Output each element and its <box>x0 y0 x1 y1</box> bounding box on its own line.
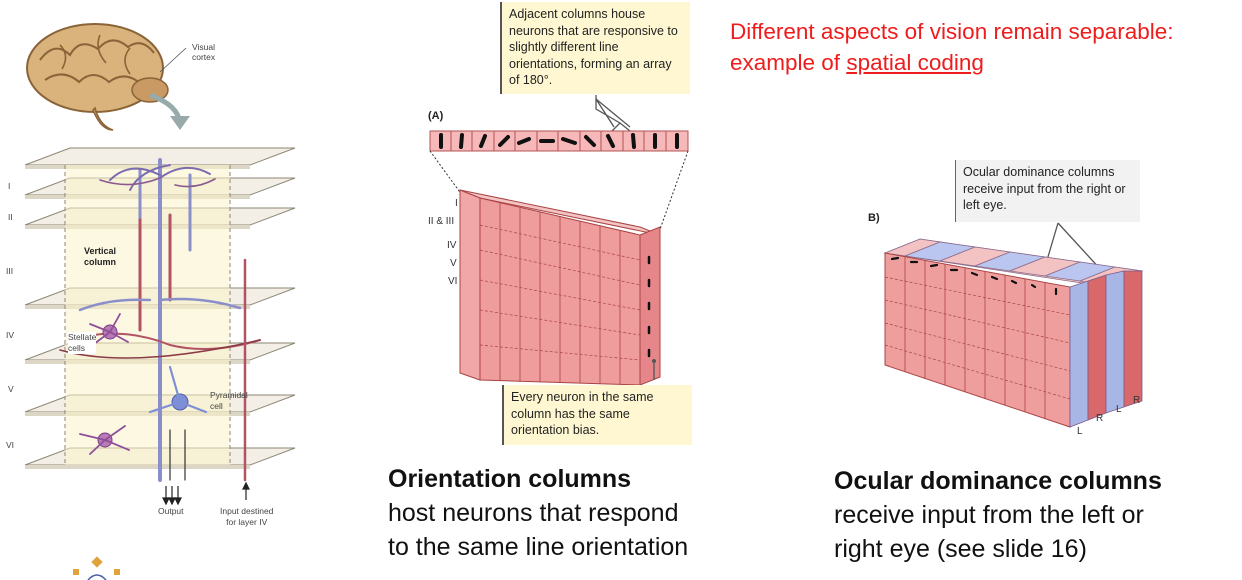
ocular-top-surface <box>883 238 1144 288</box>
output-arrows <box>162 486 182 506</box>
headline: Different aspects of vision remain separ… <box>730 16 1174 78</box>
orientation-bar-strip <box>429 130 689 152</box>
neurons <box>59 158 261 482</box>
panel-label-b: B) <box>868 212 880 224</box>
cortex-diagram <box>24 23 296 580</box>
spatial-coding-link[interactable]: spatial coding <box>846 50 984 75</box>
orientation-callout-top: Adjacent columns house neurons that are … <box>500 2 690 94</box>
output-label: Output <box>158 506 184 516</box>
orient-layer-iv: IV <box>447 240 457 251</box>
ocular-caption: Ocular dominance columns receive input f… <box>834 464 1162 566</box>
orientation-caption: Orientation columns host neurons that re… <box>388 462 688 564</box>
eye-label-r2: R <box>1133 395 1141 406</box>
orientation-caption-line1: host neurons that respond <box>388 499 679 527</box>
ocular-caption-line1: receive input from the left or <box>834 501 1144 529</box>
orient-layer-v: V <box>450 258 457 269</box>
layer-label-v: V <box>8 384 14 394</box>
layer-label-iii: III <box>6 266 14 276</box>
headline-line1: Different aspects of vision remain separ… <box>730 19 1174 44</box>
headline-line2: example of spatial coding <box>730 47 1174 78</box>
input-label: Input destined for layer IV <box>220 506 274 527</box>
stellate-cells-label: Stellate cells <box>68 332 97 354</box>
ocular-caption-line2: right eye (see slide 16) <box>834 535 1087 563</box>
orient-layer-i: I <box>455 198 458 209</box>
vertical-column-label: Vertical column <box>84 246 117 267</box>
ocular-caption-title: Ocular dominance columns <box>834 467 1162 495</box>
headline-prefix: example of <box>730 50 847 75</box>
ocular-dominance-block <box>883 222 1144 428</box>
layer-label-iv: IV <box>6 330 15 340</box>
layer-label-ii: II <box>8 212 13 222</box>
orientation-callout-bottom: Every neuron in the same column has the … <box>502 385 692 445</box>
ocular-front-face <box>884 252 1071 428</box>
pyramidal-cell-label: Pyramidal cell <box>210 390 248 411</box>
ocular-side-face <box>1069 270 1143 428</box>
logo-icon <box>73 556 120 580</box>
layer-label-i: I <box>8 181 11 191</box>
eye-label-l2: L <box>1116 404 1122 415</box>
curved-arrow-icon <box>149 92 190 130</box>
orientation-caption-title: Orientation columns <box>388 465 632 493</box>
ocular-callout: Ocular dominance columns receive input f… <box>955 160 1140 222</box>
eye-label-l1: L <box>1077 426 1083 437</box>
orientation-block <box>459 189 661 386</box>
orient-layer-vi: VI <box>448 276 458 287</box>
orient-layer-ii-iii: II & III <box>428 216 455 227</box>
panel-label-a: (A) <box>428 110 444 122</box>
layer-label-vi: VI <box>6 440 15 450</box>
input-arrow <box>242 481 250 500</box>
visual-cortex-label: Visual cortex <box>192 42 216 62</box>
brain-icon <box>26 23 187 131</box>
orientation-caption-line2: to the same line orientation <box>388 533 689 561</box>
orientation-columns-block <box>429 95 689 386</box>
eye-label-r1: R <box>1096 413 1104 424</box>
